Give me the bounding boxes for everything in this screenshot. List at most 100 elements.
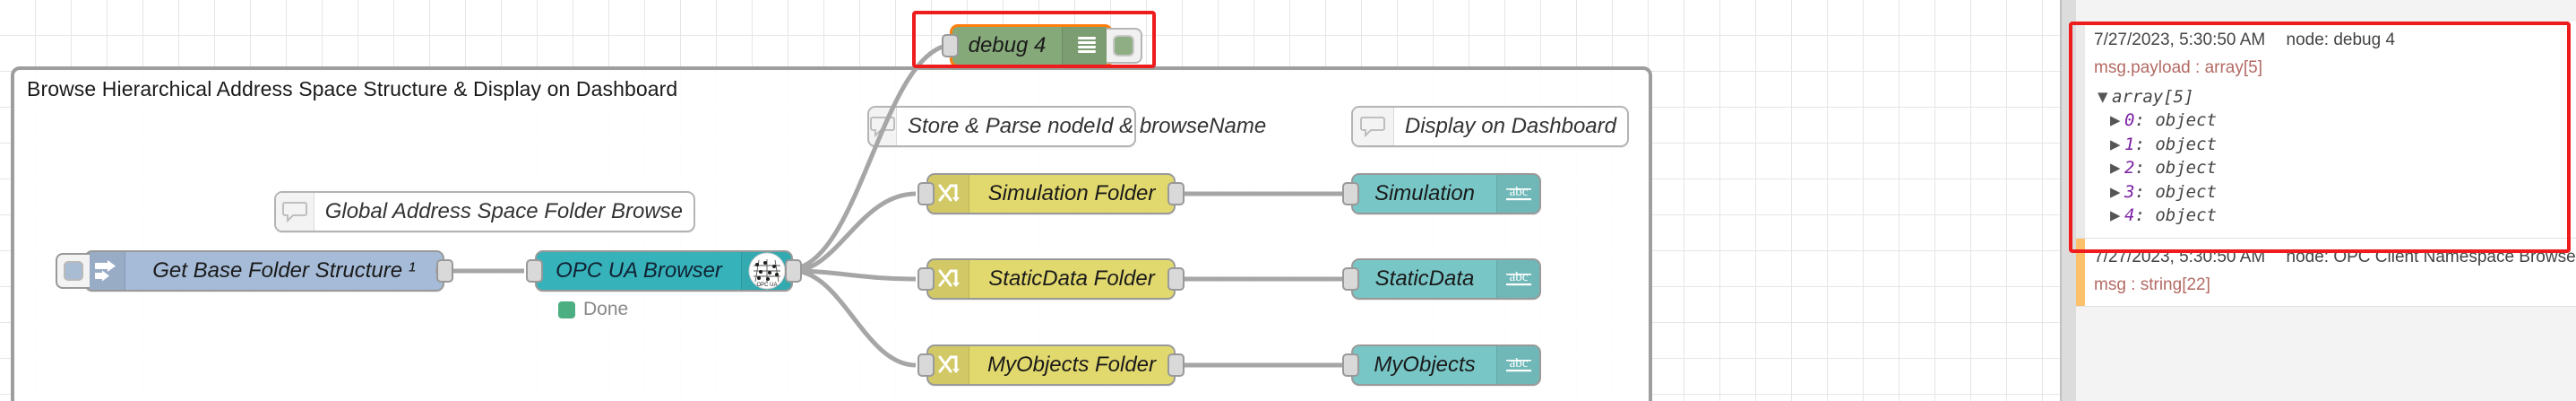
debug-timestamp: 7/27/2023, 5:30:50 AM: [2094, 248, 2266, 267]
function-icon: [928, 346, 969, 384]
caret-right-icon[interactable]: ▶: [2110, 134, 2121, 154]
debug-tree-item-index: 0: [2124, 110, 2135, 131]
debug-tree-root-label: array[5]: [2112, 87, 2194, 107]
wire-layer: [435, 42, 1344, 368]
node-input-port[interactable]: [918, 267, 935, 291]
debug-tree-item[interactable]: ▶1: object: [2094, 133, 2563, 156]
node-input-port[interactable]: [918, 353, 935, 377]
debug-tree-item-value: object: [2155, 181, 2217, 202]
node-ui-text-myobjects[interactable]: MyObjects abc: [1342, 344, 1541, 386]
node-label: MyObjects: [1374, 353, 1476, 377]
abc-icon: abc: [1496, 175, 1539, 213]
debug-tree-item-value: object: [2155, 110, 2217, 131]
node-function-simulation-folder[interactable]: Simulation Folder: [918, 173, 1185, 214]
debug-message-bar: [2076, 239, 2085, 307]
inject-trigger-button[interactable]: [56, 253, 90, 289]
debug-scrollbar[interactable]: [2062, 0, 2076, 401]
debug-enable-toggle[interactable]: [1107, 28, 1142, 64]
debug-message-header: 7/27/2023, 5:30:50 AM node: debug 4: [2094, 31, 2563, 50]
comment-label: Store & Parse nodeId & browseName: [908, 114, 1267, 138]
inject-button-square: [64, 261, 83, 281]
status-label: Done: [583, 299, 629, 319]
function-icon: [928, 175, 969, 213]
debug-tree-item-sep: :: [2134, 205, 2156, 226]
node-ui-text-simulation[interactable]: Simulation abc: [1342, 173, 1541, 214]
caret-down-icon[interactable]: ▼: [2098, 87, 2108, 107]
abc-icon: abc: [1496, 260, 1539, 298]
debug-tree-root[interactable]: ▼array[5]: [2094, 85, 2563, 109]
node-output-port[interactable]: [1167, 182, 1185, 205]
node-input-port[interactable]: [1342, 182, 1359, 205]
group-label: Browse Hierarchical Address Space Struct…: [27, 77, 678, 100]
debug-lines-icon: [1062, 27, 1110, 65]
svg-text:OPC UA: OPC UA: [756, 283, 777, 288]
opc-ua-icon: OPC UA: [741, 252, 791, 290]
node-status-done: Done: [558, 299, 628, 320]
caret-right-icon[interactable]: ▶: [2110, 158, 2121, 179]
debug-source-node: node: debug 4: [2286, 31, 2396, 49]
debug-object-tree[interactable]: ▼array[5] ▶0: object ▶1: object ▶2: obje…: [2094, 85, 2563, 227]
caret-right-icon[interactable]: ▶: [2110, 205, 2121, 226]
comment-store-parse[interactable]: Store & Parse nodeId & browseName: [867, 106, 1266, 147]
flow-canvas[interactable]: Browse Hierarchical Address Space Struct…: [0, 0, 2060, 401]
node-input-port[interactable]: [526, 259, 543, 283]
debug-tree-item-index: 4: [2124, 205, 2135, 226]
debug-tree-item-index: 2: [2124, 158, 2135, 179]
debug-tree-item[interactable]: ▶0: object: [2094, 109, 2563, 132]
function-icon: [928, 260, 969, 298]
debug-tree-item[interactable]: ▶2: object: [2094, 156, 2563, 179]
node-inject-get-base-folder[interactable]: Get Base Folder Structure ¹: [56, 250, 453, 292]
debug-tree-item-index: 3: [2124, 181, 2135, 202]
debug-tree-item-sep: :: [2134, 134, 2156, 154]
comment-icon: [1353, 108, 1394, 145]
debug-timestamp: 7/27/2023, 5:30:50 AM: [2094, 31, 2266, 49]
node-label: Simulation Folder: [987, 181, 1156, 205]
debug-tree-item-value: object: [2155, 134, 2217, 154]
debug-message-list[interactable]: 7/27/2023, 5:30:50 AM node: debug 4 msg.…: [2076, 0, 2576, 401]
debug-toggle-square: [1113, 35, 1134, 57]
comment-display-dashboard[interactable]: Display on Dashboard: [1351, 106, 1629, 147]
debug-tree-item-value: object: [2155, 205, 2217, 226]
caret-right-icon[interactable]: ▶: [2110, 181, 2121, 202]
inject-arrow-icon: [86, 252, 125, 290]
debug-tree-item-sep: :: [2134, 110, 2156, 131]
debug-tree-item-value: object: [2155, 158, 2217, 179]
debug-message-topic: msg.payload : array[5]: [2094, 58, 2262, 77]
comment-global-address-space[interactable]: Global Address Space Folder Browse: [274, 191, 695, 232]
comment-label: Global Address Space Folder Browse: [324, 199, 683, 223]
node-ui-text-staticdata[interactable]: StaticData abc: [1342, 258, 1541, 300]
node-input-port[interactable]: [918, 182, 935, 205]
node-output-port[interactable]: [1167, 353, 1185, 377]
debug-source-node: node: OPC Client Namespace Browser: [2286, 248, 2576, 267]
debug-message-topic: msg : string[22]: [2094, 275, 2210, 295]
debug-message-bar: [2076, 22, 2085, 239]
debug-message[interactable]: 7/27/2023, 5:30:50 AM node: debug 4 msg.…: [2076, 22, 2576, 240]
status-dot: [558, 301, 575, 318]
debug-tree-item-index: 1: [2124, 134, 2135, 154]
debug-tree-item[interactable]: ▶4: object: [2094, 204, 2563, 227]
node-opc-ua-browser[interactable]: OPC UA Browser OPC UA: [526, 250, 802, 319]
comment-label: Display on Dashboard: [1404, 114, 1616, 138]
node-label: debug 4: [968, 33, 1047, 57]
node-input-port[interactable]: [942, 34, 959, 57]
debug-message[interactable]: 7/27/2023, 5:30:50 AM node: OPC Client N…: [2076, 239, 2576, 308]
node-output-port[interactable]: [1167, 267, 1185, 291]
node-output-port[interactable]: [785, 259, 802, 283]
abc-icon: abc: [1496, 346, 1539, 384]
debug-tree-item-sep: :: [2134, 158, 2156, 179]
debug-list-top-spacer: [2076, 0, 2576, 22]
debug-tree-item-sep: :: [2134, 181, 2156, 202]
debug-tree-item[interactable]: ▶3: object: [2094, 180, 2563, 204]
caret-right-icon[interactable]: ▶: [2110, 110, 2121, 131]
node-function-staticdata-folder[interactable]: StaticData Folder: [918, 258, 1185, 300]
node-debug-4[interactable]: debug 4: [942, 24, 1142, 67]
node-input-port[interactable]: [1342, 353, 1359, 377]
node-label: Get Base Folder Structure ¹: [152, 258, 416, 283]
node-label: OPC UA Browser: [556, 258, 722, 283]
node-input-port[interactable]: [1342, 267, 1359, 291]
node-function-myobjects-folder[interactable]: MyObjects Folder: [918, 344, 1185, 386]
node-label: StaticData: [1374, 266, 1475, 291]
node-output-port[interactable]: [436, 259, 453, 283]
debug-sidebar[interactable]: 7/27/2023, 5:30:50 AM node: debug 4 msg.…: [2060, 0, 2576, 401]
